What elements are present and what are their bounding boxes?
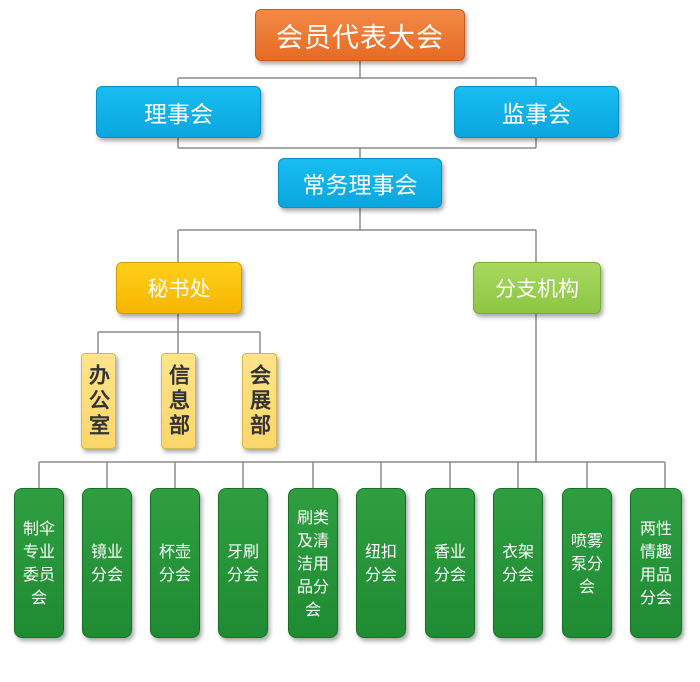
node-branch-cup: 杯壶分会 [150, 488, 200, 638]
node-secretariat: 秘书处 [116, 262, 242, 314]
node-exhibition-dept-label: 会展部 [247, 363, 272, 439]
node-board: 理事会 [96, 86, 261, 138]
node-branch-button: 纽扣分会 [356, 488, 406, 638]
node-branch-institutions: 分支机构 [473, 262, 601, 314]
node-branch-spray-pump: 喷雾泵分会 [562, 488, 612, 638]
node-branch-brush-cleaning: 刷类及清洁用品分会 [288, 488, 338, 638]
node-branch-mirror-label: 镜业分会 [90, 542, 123, 584]
node-branch-toothbrush: 牙刷分会 [218, 488, 268, 638]
node-branch-hanger: 衣架分会 [493, 488, 543, 638]
node-member-congress-label: 会员代表大会 [276, 22, 444, 54]
node-info-dept-label: 信息部 [166, 363, 191, 439]
node-standing-board: 常务理事会 [278, 158, 442, 208]
node-branch-institutions-label: 分支机构 [495, 277, 579, 301]
node-branch-adult-products: 两性情趣用品分会 [630, 488, 682, 638]
node-branch-incense: 香业分会 [425, 488, 475, 638]
node-member-congress: 会员代表大会 [255, 9, 465, 61]
node-branch-incense-label: 香业分会 [433, 542, 466, 584]
node-supervisory-board: 监事会 [454, 86, 619, 138]
node-branch-adult-products-label: 两性情趣用品分会 [639, 519, 672, 607]
node-supervisory-board-label: 监事会 [502, 102, 571, 128]
node-branch-umbrella-label: 制伞专业委员会 [22, 519, 55, 607]
node-branch-brush-cleaning-label: 刷类及清洁用品分会 [296, 507, 329, 619]
node-exhibition-dept: 会展部 [242, 353, 277, 449]
node-office: 办公室 [81, 353, 116, 449]
node-info-dept: 信息部 [161, 353, 196, 449]
node-branch-umbrella: 制伞专业委员会 [14, 488, 64, 638]
node-office-label: 办公室 [86, 363, 111, 439]
node-branch-toothbrush-label: 牙刷分会 [226, 542, 259, 584]
node-standing-board-label: 常务理事会 [302, 173, 418, 199]
node-branch-hanger-label: 衣架分会 [501, 542, 534, 584]
node-branch-cup-label: 杯壶分会 [158, 542, 191, 584]
node-board-label: 理事会 [144, 102, 213, 128]
node-secretariat-label: 秘书处 [147, 277, 211, 301]
node-branch-spray-pump-label: 喷雾泵分会 [570, 530, 603, 596]
node-branch-button-label: 纽扣分会 [364, 542, 397, 584]
node-branch-mirror: 镜业分会 [82, 488, 132, 638]
